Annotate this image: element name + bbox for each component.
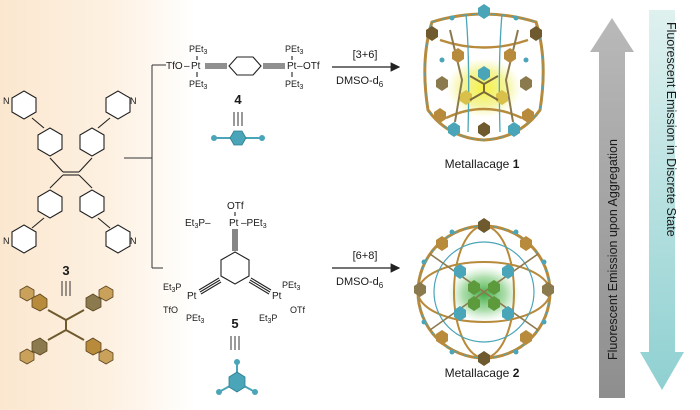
compound-5-cartoon [216,359,258,395]
pyridine-n-label: N [3,96,10,106]
pt-label: Pt [191,61,201,72]
pt-label: Pt [272,291,282,302]
pt-label: – [184,61,190,72]
metallacage-1-model [423,4,545,142]
reaction-2-solvent: DMSO-d6 [336,276,384,290]
compound-5-structure: OTf Et3P– Pt –PEt3 Pt Et3P TfO PEt3 Pt P… [163,201,305,325]
compound-4-number: 4 [234,92,242,107]
pet3-label: PEt3 [189,44,208,56]
compound-3-cartoon [19,285,114,365]
compound-3-structure: N N N N [3,90,137,254]
reaction-2-ratio: [6+8] [353,250,378,262]
equivalence-sign [61,281,71,296]
reaction-1-solvent: DMSO-d6 [336,75,384,89]
et3p-label: Et3P [163,282,181,294]
discrete-state-arrow [640,10,684,390]
aggregation-label: Fluorescent Emission upon Aggregation [606,139,620,360]
otf-label: OTf [303,61,320,72]
otf-label: OTf [290,305,305,315]
pet3-label: PEt3 [285,79,304,91]
metallacage-1-label: Metallacage 1 [445,157,520,171]
pyridine-n-label: N [130,236,137,246]
pt-label: Pt [287,61,297,72]
compound-4-cartoon [211,130,265,146]
aggregation-arrow [590,18,634,398]
compound-5-number: 5 [231,316,238,331]
equivalence-sign [230,336,240,350]
pet3-label: –PEt3 [241,218,267,230]
pet3-label: PEt3 [186,313,205,325]
pet3-label: PEt3 [285,44,304,56]
compound-4-structure: TfO – Pt PEt3 PEt3 Pt – OTf PEt3 PEt3 [166,44,320,91]
pt-label: Pt [229,218,239,229]
otf-label: – [297,61,303,72]
branch-lines [124,64,166,269]
pyridine-n-label: N [130,96,137,106]
otf-label: OTf [227,201,244,212]
reaction-1-ratio: [3+6] [353,49,378,61]
discrete-state-label: Fluorescent Emission in Discrete State [664,22,678,237]
pet3-label: PEt3 [189,79,208,91]
tfo-label: TfO [166,61,183,72]
et3p-label: Et3P [259,313,277,325]
et3p-label: Et3P– [185,218,211,230]
pt-label: Pt [187,291,197,302]
pyridine-n-label: N [3,236,10,246]
tfo-label: TfO [163,305,178,315]
metallacage-2-label: Metallacage 2 [445,366,520,380]
compound-3-number: 3 [62,263,69,278]
pet3-label: PEt3 [282,280,301,292]
metallacage-2-model [414,218,554,366]
equivalence-sign [233,112,243,126]
